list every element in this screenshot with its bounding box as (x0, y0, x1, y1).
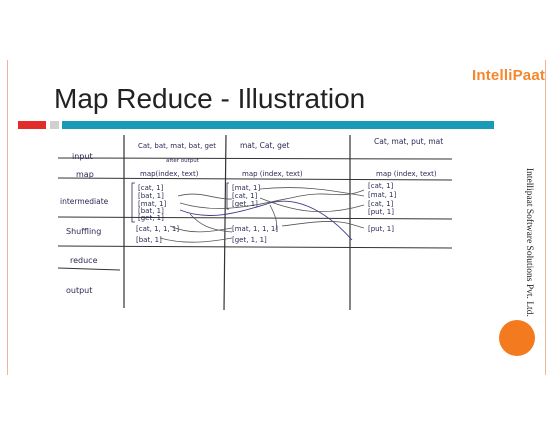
arrow-line (281, 221, 365, 229)
col1-input: Cat, bat, mat, bat, get (138, 142, 216, 150)
row-label-output: output (66, 286, 92, 295)
col3-intermediate-2: [cat, 1] (368, 200, 394, 208)
intellipaat-logo: IntelliPaat (472, 63, 545, 87)
arrow-line (159, 237, 233, 243)
col1-intermediate-3: [bat, 1] (138, 207, 164, 215)
col3-intermediate-3: [put, 1] (368, 208, 394, 216)
col1-intermediate-1: [bat, 1] (138, 192, 164, 200)
arrow-line (177, 193, 233, 200)
accent-bar-teal (62, 121, 494, 129)
col3-intermediate-1: [mat, 1] (368, 191, 396, 199)
logo-prefix: I (472, 66, 477, 84)
arrow-line (179, 189, 365, 209)
col2-shuffle-0: [mat, 1, 1, 1] (232, 225, 278, 233)
col1-intermediate-4: [get, 1] (138, 214, 164, 222)
orange-circle (499, 320, 535, 356)
col2-intermediate-0: [mat, 1] (232, 184, 260, 192)
row-line (57, 157, 453, 160)
col1-shuffle-1: [bat, 1] (136, 236, 162, 244)
left-divider (7, 60, 8, 375)
right-divider (545, 60, 546, 375)
arrow-line (179, 200, 353, 241)
col1-intermediate-0: [cat, 1] (138, 184, 164, 192)
col2-intermediate-1: [cat, 1] (232, 192, 258, 200)
row-label-map: map (76, 170, 94, 179)
bracket (131, 182, 135, 223)
arrow-line (259, 187, 365, 197)
col3-input: Cat, mat, put, mat (374, 137, 443, 146)
col3-map: map (index, text) (376, 170, 437, 178)
col2-intermediate-2: [get, 1] (232, 200, 258, 208)
col1-map: map(index, text) (140, 170, 199, 178)
row-line (57, 216, 453, 220)
col3-intermediate-0: [cat, 1] (368, 182, 394, 190)
logo-text: ntelliPaat (476, 66, 546, 84)
arrow-line (189, 213, 233, 233)
accent-bar-gray (50, 121, 59, 129)
col1-intermediate-2: [mat, 1] (138, 200, 166, 208)
bracket (226, 182, 229, 210)
col1-shuffle-0: [cat, 1, 1, 1] (136, 225, 179, 233)
slide-title: Map Reduce - Illustration (54, 83, 366, 114)
col3-shuffle-0: [put, 1] (368, 225, 394, 233)
accent-bar-red (18, 121, 46, 129)
row-line (57, 245, 453, 249)
row-label-intermediate: intermediate (60, 197, 109, 206)
row-label-input: input (72, 152, 93, 161)
row-line (57, 267, 121, 271)
col2-input: mat, Cat, get (240, 141, 290, 150)
col1-note: after output (166, 158, 200, 164)
arrow-line (269, 204, 278, 231)
column-line (223, 134, 227, 311)
row-line (57, 177, 453, 181)
row-label-shuffling: Shuffling (66, 227, 101, 236)
col2-map: map (index, text) (242, 170, 303, 178)
arrow-line (169, 225, 233, 233)
row-label-reduce: reduce (70, 256, 98, 265)
col2-shuffle-1: [get, 1, 1] (232, 236, 267, 244)
arrow-line (259, 197, 365, 213)
